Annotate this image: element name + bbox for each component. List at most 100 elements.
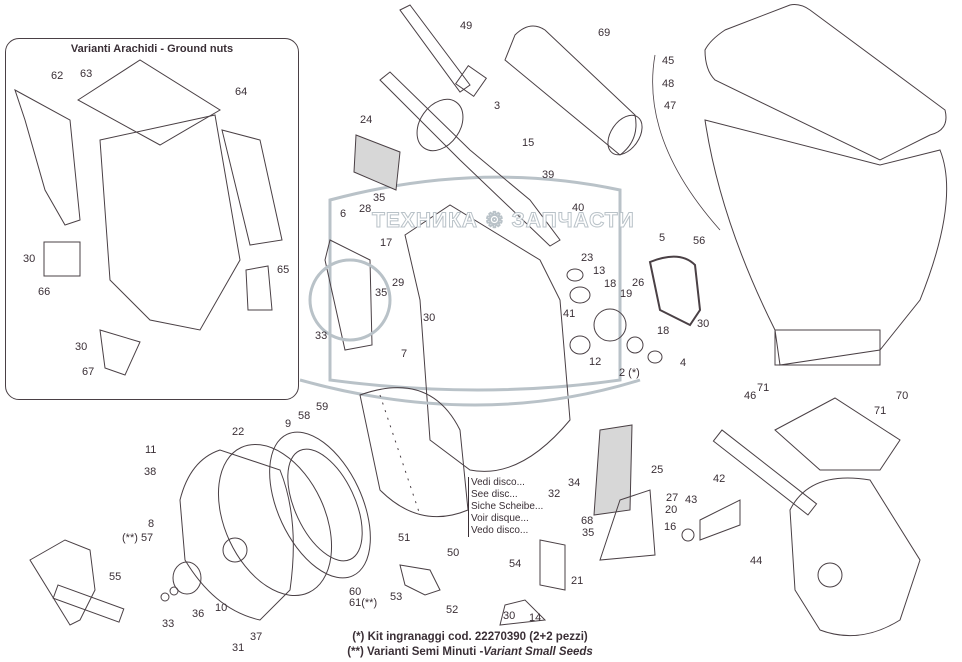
plate-6 [324, 239, 373, 351]
disc-ref-en: See disc... [471, 489, 518, 500]
part-label: 6 [340, 208, 347, 220]
part-label: 17 [380, 237, 393, 249]
part-label: 42 [713, 473, 726, 485]
part-label: 46 [744, 390, 757, 402]
part-label: 56 [693, 235, 706, 247]
part-label: 53 [390, 591, 403, 603]
part-label: 30 [697, 318, 710, 330]
part-label: 7 [401, 348, 408, 360]
ground-nuts-variant-inset: Varianti Arachidi - Ground nuts [5, 38, 299, 400]
part-label: 64 [235, 86, 248, 98]
inset-body [99, 114, 241, 331]
part-label: 30 [503, 610, 516, 622]
part-label: 13 [593, 265, 606, 277]
part-label: 62 [51, 70, 64, 82]
kit-note: (*) Kit ingranaggi cod. 22270390 (2+2 pe… [352, 631, 588, 643]
shaft-3 [379, 71, 561, 247]
part-label: 65 [277, 264, 290, 276]
part-label: 69 [598, 27, 611, 39]
part-label: 5 [659, 232, 666, 244]
bracket-55 [29, 539, 96, 626]
part-label: 23 [581, 252, 594, 264]
part-label: 18 [657, 325, 670, 337]
plate-14 [499, 599, 547, 626]
hopper-lid-45 [704, 4, 947, 161]
part-label: 68 [581, 515, 594, 527]
part-label: 35 [582, 527, 595, 539]
part-label: 18 [604, 278, 617, 290]
part-label: 41 [563, 308, 576, 320]
inset-plate-67 [99, 329, 141, 376]
part-label: 35 [375, 287, 388, 299]
part-label: 71 [757, 382, 770, 394]
part-label: 67 [82, 366, 95, 378]
gear-icon: ⚙ [484, 209, 505, 233]
watermark-frame [328, 175, 622, 392]
inset-hopper-63 [77, 59, 221, 146]
part-label: 30 [23, 253, 36, 265]
bracket-16 [599, 489, 656, 561]
part-label: 61(**) [349, 597, 378, 609]
seed-disc [359, 387, 469, 518]
part-label: 52 [446, 604, 459, 616]
part-label: 31 [232, 642, 245, 654]
part-label: 50 [447, 547, 460, 559]
part-label: 49 [460, 20, 473, 32]
part-label: 14 [529, 612, 542, 624]
shaft-49 [399, 4, 471, 93]
housing-17 [404, 204, 571, 472]
part-label: 33 [162, 618, 175, 630]
part-label: 32 [548, 488, 561, 500]
part-label: 38 [144, 466, 157, 478]
part-label: 29 [392, 277, 405, 289]
inset-plate-62 [14, 88, 81, 226]
part-label: 9 [285, 418, 292, 430]
part-label: 37 [250, 631, 263, 643]
hopper-56 [704, 119, 948, 366]
part-label: 35 [373, 192, 386, 204]
part-label: 39 [542, 169, 555, 181]
part-label: 48 [662, 78, 675, 90]
part-label: 15 [522, 137, 535, 149]
variant-prefix: (**) Varianti Semi Minuti - [347, 646, 484, 658]
part-label: (**) 57 [122, 532, 154, 544]
inset-plate-65 [245, 265, 273, 311]
part-label: 11 [145, 444, 157, 456]
part-label: 66 [38, 286, 51, 298]
plate-54 [539, 539, 566, 591]
gear-41 [593, 308, 627, 342]
variant-note: (**) Varianti Semi Minuti -Variant Small… [300, 645, 640, 660]
part-label: 63 [80, 68, 93, 80]
part-label: 40 [572, 202, 585, 214]
part-label: 24 [360, 114, 373, 126]
part-label: 70 [896, 390, 909, 402]
disc-ref-fr: Voir disque... [471, 513, 529, 524]
part-label: 12 [589, 356, 602, 368]
part-label: 60 [349, 586, 362, 598]
inset-frame-64 [221, 129, 283, 246]
unit-44 [789, 477, 921, 637]
inset-title: Varianti Arachidi - Ground nuts [70, 43, 234, 55]
disc-ref-it: Vedi disco... [471, 477, 525, 488]
housing-8 [179, 449, 294, 621]
disc-ref-de: Siche Scheibe... [471, 501, 544, 512]
part-label: 3 [494, 100, 501, 112]
tube-69 [504, 25, 637, 156]
plate-25 [593, 424, 633, 516]
part-label: 8 [148, 518, 155, 530]
part-label: 43 [685, 494, 698, 506]
part-label: 59 [316, 401, 329, 413]
part-label: 26 [632, 277, 645, 289]
hopper-small [774, 397, 901, 471]
disc-ref-es: Vedo disco... [471, 525, 529, 536]
footnotes: (*) Kit ingranaggi cod. 22270390 (2+2 pe… [300, 630, 640, 660]
cover-22 [217, 443, 333, 597]
part-label: 28 [359, 203, 372, 215]
part-label: 33 [315, 330, 328, 342]
part-label: 44 [750, 555, 763, 567]
part-label: 54 [509, 558, 522, 570]
part-label: 25 [651, 464, 664, 476]
variant-italic: Variant Small Seeds [483, 646, 593, 658]
part-label: 2 (*) [619, 367, 640, 379]
